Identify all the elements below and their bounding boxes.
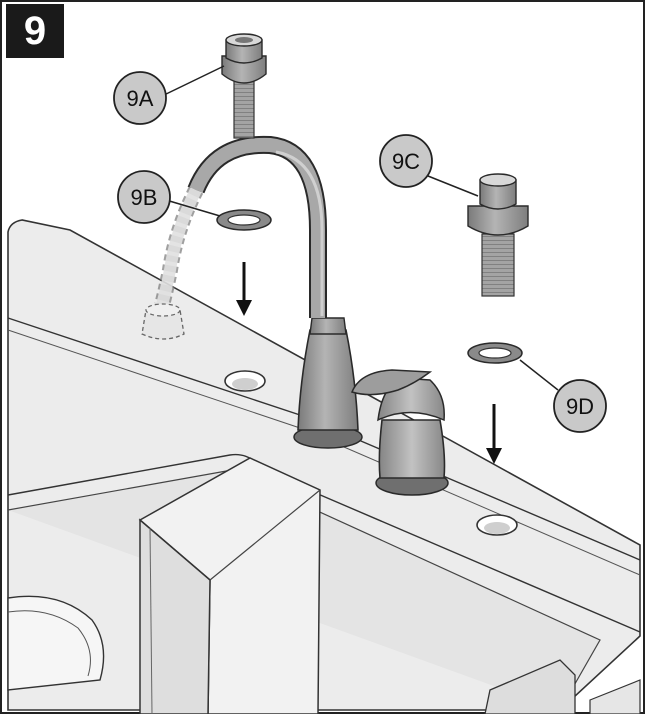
callout-9b: 9B bbox=[117, 170, 171, 224]
callout-9b-label: 9B bbox=[131, 185, 158, 210]
callout-9c-label: 9C bbox=[392, 149, 420, 174]
callout-9c: 9C bbox=[379, 134, 433, 188]
callout-9d-label: 9D bbox=[566, 394, 594, 419]
leader-line-9a bbox=[161, 65, 225, 97]
leader-line-9d bbox=[519, 359, 559, 391]
part-9c-threaded-post bbox=[467, 173, 529, 297]
leader-line-9b bbox=[165, 199, 221, 217]
callout-9a-label: 9A bbox=[127, 86, 154, 111]
callout-9a: 9A bbox=[113, 71, 167, 125]
drain-opening bbox=[7, 595, 105, 691]
part-9a-threaded-post bbox=[221, 33, 267, 139]
step-number-badge: 9 bbox=[6, 4, 64, 58]
faucet-handle bbox=[350, 369, 446, 479]
arrow-down-icon-right bbox=[486, 404, 502, 464]
faucet-spout bbox=[154, 135, 359, 431]
arrow-down-icon-left bbox=[236, 262, 252, 316]
dashed-spout-tip bbox=[141, 303, 185, 340]
callout-9d: 9D bbox=[553, 379, 607, 433]
leader-line-9c bbox=[427, 175, 479, 197]
